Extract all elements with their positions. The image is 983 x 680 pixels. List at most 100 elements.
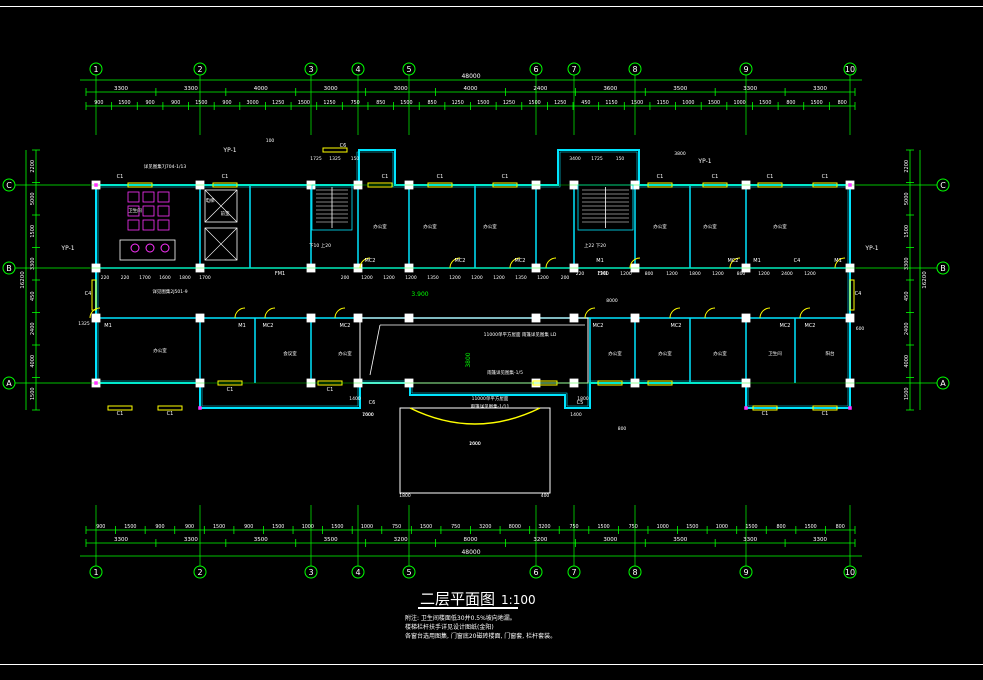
dimension-label: 800 <box>836 524 845 530</box>
inner-dimension-label: 220 <box>576 271 585 277</box>
door-swing <box>359 257 371 269</box>
room-label: 办公室 <box>773 223 787 230</box>
inner-dimension-label: 1200 <box>471 275 483 281</box>
dimension-label: 1150 <box>657 100 669 106</box>
dimension-label: 3200 <box>538 524 550 530</box>
axis-label-top: 8 <box>632 65 637 74</box>
dimension-label: 3300 <box>114 537 128 543</box>
elevator-shaft <box>204 189 238 223</box>
dimension-label: 3500 <box>673 537 687 543</box>
inner-dimension-label: 1200 <box>383 275 395 281</box>
atrium-diagonal <box>369 324 381 376</box>
axis-label-top: 7 <box>571 65 576 74</box>
entrance-canopy <box>399 407 551 494</box>
dimension-label: 1000 <box>682 100 694 106</box>
dimension-label: 3000 <box>603 537 617 543</box>
window <box>812 405 838 411</box>
axis-label-top: 10 <box>845 65 855 74</box>
dimension-label: 1500 <box>331 524 343 530</box>
window-label: C4 <box>85 291 92 297</box>
door-label: MC2 <box>515 258 526 264</box>
window <box>107 405 133 411</box>
yp-label: YP-1 <box>222 147 236 154</box>
dimension-label: 3300 <box>184 537 198 543</box>
corridor-dimension: 3800 <box>465 352 472 367</box>
elevator-cross <box>204 189 238 223</box>
room-label: 办公室 <box>713 350 727 357</box>
dimension-label: 1500 <box>686 524 698 530</box>
inner-dimension-label: 1200 <box>597 271 609 277</box>
inner-dimension-label: 3400 <box>569 156 581 162</box>
axis-label-bottom: 9 <box>743 568 748 577</box>
dimension-label: 1500 <box>118 100 130 106</box>
dimension-label: 900 <box>244 524 253 530</box>
dimension-label: 5000 <box>904 192 910 205</box>
dimension-label: 3500 <box>254 537 268 543</box>
washbasin <box>145 243 155 253</box>
drawing-scale: 1:100 <box>501 593 536 607</box>
toilet-fixture <box>142 219 155 231</box>
dimension-label: 750 <box>392 524 401 530</box>
dimension-label: 1500 <box>759 100 771 106</box>
window-label: C1 <box>382 174 389 180</box>
dimension-label: 1500 <box>904 387 910 400</box>
door-swing <box>545 257 557 269</box>
axis-label-top: 2 <box>197 65 202 74</box>
frame-top-border <box>0 6 983 7</box>
dimension-label: 8000 <box>509 524 521 530</box>
dimension-label: 1500 <box>597 524 609 530</box>
door-swing <box>799 307 811 319</box>
room-label: 上22 下20 <box>584 242 606 249</box>
dimension-label: 800 <box>786 100 795 106</box>
dimension-label: 800 <box>776 524 785 530</box>
door-label: FM1 <box>598 271 608 277</box>
room-label: 办公室 <box>658 350 672 357</box>
detail-reference: 雨篷详见图集-1/11 <box>471 403 510 410</box>
inner-dimension-label: 7600 <box>362 412 374 418</box>
yp-label: YP-1 <box>864 245 878 252</box>
structural-columns <box>91 180 855 388</box>
dimension-label: 1500 <box>904 225 910 238</box>
room-label: 办公室 <box>653 223 667 230</box>
column <box>741 313 751 323</box>
corner-marker <box>198 406 202 410</box>
dimension-label: 1250 <box>452 100 464 106</box>
window-label: C1 <box>502 174 509 180</box>
dimension-label: 1250 <box>503 100 515 106</box>
inner-dimension-label: 100 <box>266 138 275 144</box>
toilet-fixture <box>142 191 155 203</box>
axis-label-bottom: 8 <box>632 568 637 577</box>
inner-dimension-label: 1700 <box>139 275 151 281</box>
dimension-label: 1500 <box>195 100 207 106</box>
inner-dimension-label: 1325 <box>78 321 90 327</box>
dimension-label: 4000 <box>30 355 36 368</box>
dimension-label: 1500 <box>272 524 284 530</box>
inner-dimension-label: 1200 <box>361 275 373 281</box>
dimension-label: 750 <box>629 524 638 530</box>
dimension-label: 3300 <box>743 86 757 92</box>
window <box>752 405 778 411</box>
column <box>353 313 363 323</box>
dimension-label: 800 <box>838 100 847 106</box>
toilet-fixture <box>127 191 140 203</box>
title-underline <box>418 607 518 609</box>
room-label: 前室 <box>221 210 230 217</box>
dimension-label: 3300 <box>904 257 910 270</box>
column <box>569 313 579 323</box>
dimension-label: 1500 <box>810 100 822 106</box>
stairs <box>311 184 634 231</box>
corner-marker <box>744 406 748 410</box>
detail-reference: 详见图集7J704-1/13 <box>144 163 187 170</box>
inner-dimension-label: 1725 <box>591 156 603 162</box>
corner-marker <box>848 406 852 410</box>
inner-dimension-label: 800 <box>645 271 654 277</box>
door-swing <box>584 307 596 319</box>
inner-dimension-label: 200 <box>561 275 570 281</box>
dimension-label: 4000 <box>464 86 478 92</box>
room-label: 卫生间 <box>768 350 782 357</box>
